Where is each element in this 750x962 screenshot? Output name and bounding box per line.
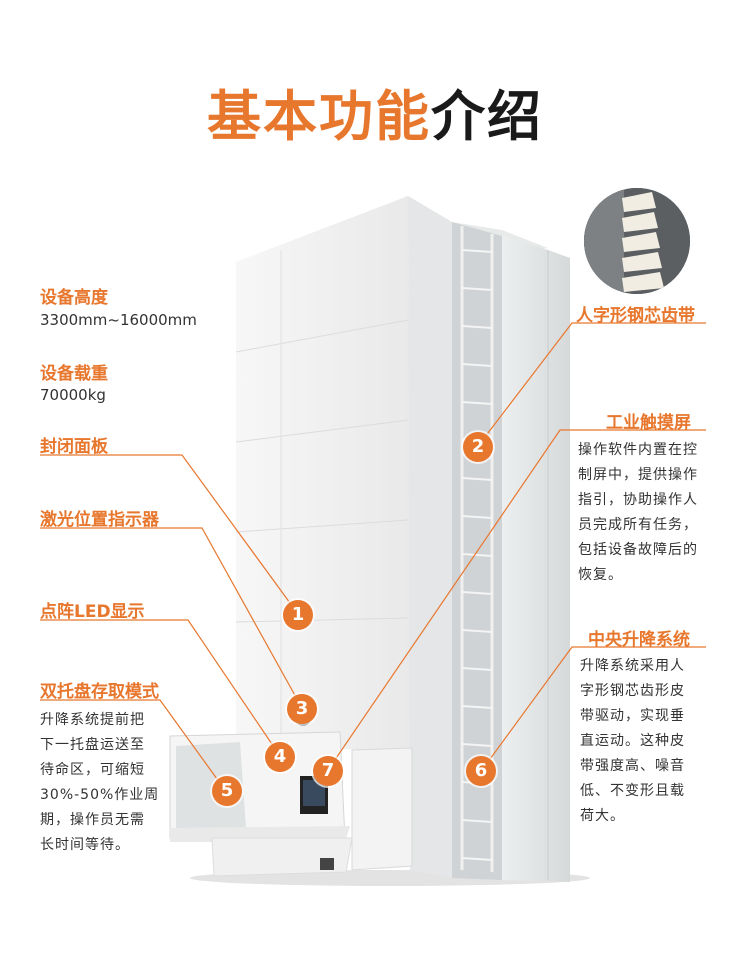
marker-6-central-lift: 6 bbox=[466, 756, 496, 786]
feature-touchscreen-label: 工业触摸屏 bbox=[606, 413, 691, 433]
marker-4-led: 4 bbox=[265, 742, 295, 772]
spec-load-value: 70000kg bbox=[40, 386, 106, 404]
shaft-rung bbox=[461, 743, 493, 747]
spec-height-value: 3300mm~16000mm bbox=[40, 311, 197, 329]
feature-led-display-label: 点阵LED显示 bbox=[40, 602, 145, 622]
feature-touchscreen-description: 操作软件内置在控 制屏中，提供操作 指引，协助操作人 员完成所有任务， 包括设备… bbox=[578, 442, 698, 583]
marker-5-dual-tray: 5 bbox=[212, 776, 242, 806]
belt-closeup-image bbox=[584, 188, 690, 294]
marker-1-closed-panel: 1 bbox=[283, 600, 313, 630]
feature-dual-tray-description: 升降系统提前把 下一托盘运送至 待命区，可缩短 30%-50%作业周 期，操作员… bbox=[40, 712, 160, 853]
marker-3-laser: 3 bbox=[287, 694, 317, 724]
feature-dual-tray-label: 双托盘存取模式 bbox=[40, 682, 159, 702]
shaft-rung bbox=[461, 629, 493, 633]
toothed-belt-graphic bbox=[584, 188, 690, 294]
shaft-rung bbox=[461, 249, 493, 253]
feature-laser-indicator-label: 激光位置指示器 bbox=[40, 510, 159, 530]
shaft-rung bbox=[461, 591, 493, 595]
shaft-rung bbox=[461, 857, 493, 861]
shaft-rung bbox=[461, 819, 493, 823]
page-title: 基本功能介绍 bbox=[207, 85, 543, 148]
shaft-rung bbox=[461, 705, 493, 709]
shaft-rung bbox=[461, 667, 493, 671]
spec-load-label: 设备载重 bbox=[40, 364, 108, 384]
feature-belt-label: 人字形钢芯齿带 bbox=[576, 306, 695, 326]
feature-central-lift-label: 中央升降系统 bbox=[588, 630, 690, 650]
shaft-rung bbox=[461, 477, 493, 481]
shaft-rung bbox=[461, 287, 493, 291]
feature-central-lift-description: 升降系统采用人 字形钢芯齿形皮 带驱动，实现垂 直运动。这种皮 带强度高、噪音 … bbox=[580, 658, 685, 824]
shaft-rung bbox=[461, 515, 493, 519]
shaft-rung bbox=[461, 401, 493, 405]
marker-2-belt: 2 bbox=[463, 432, 493, 462]
shaft-rung bbox=[461, 553, 493, 557]
spec-height-label: 设备高度 bbox=[40, 288, 108, 308]
shaft-rung bbox=[461, 363, 493, 367]
feature-closed-panel-label: 封闭面板 bbox=[40, 437, 108, 457]
marker-7-touchscreen: 7 bbox=[313, 756, 343, 786]
shaft-rung bbox=[461, 325, 493, 329]
